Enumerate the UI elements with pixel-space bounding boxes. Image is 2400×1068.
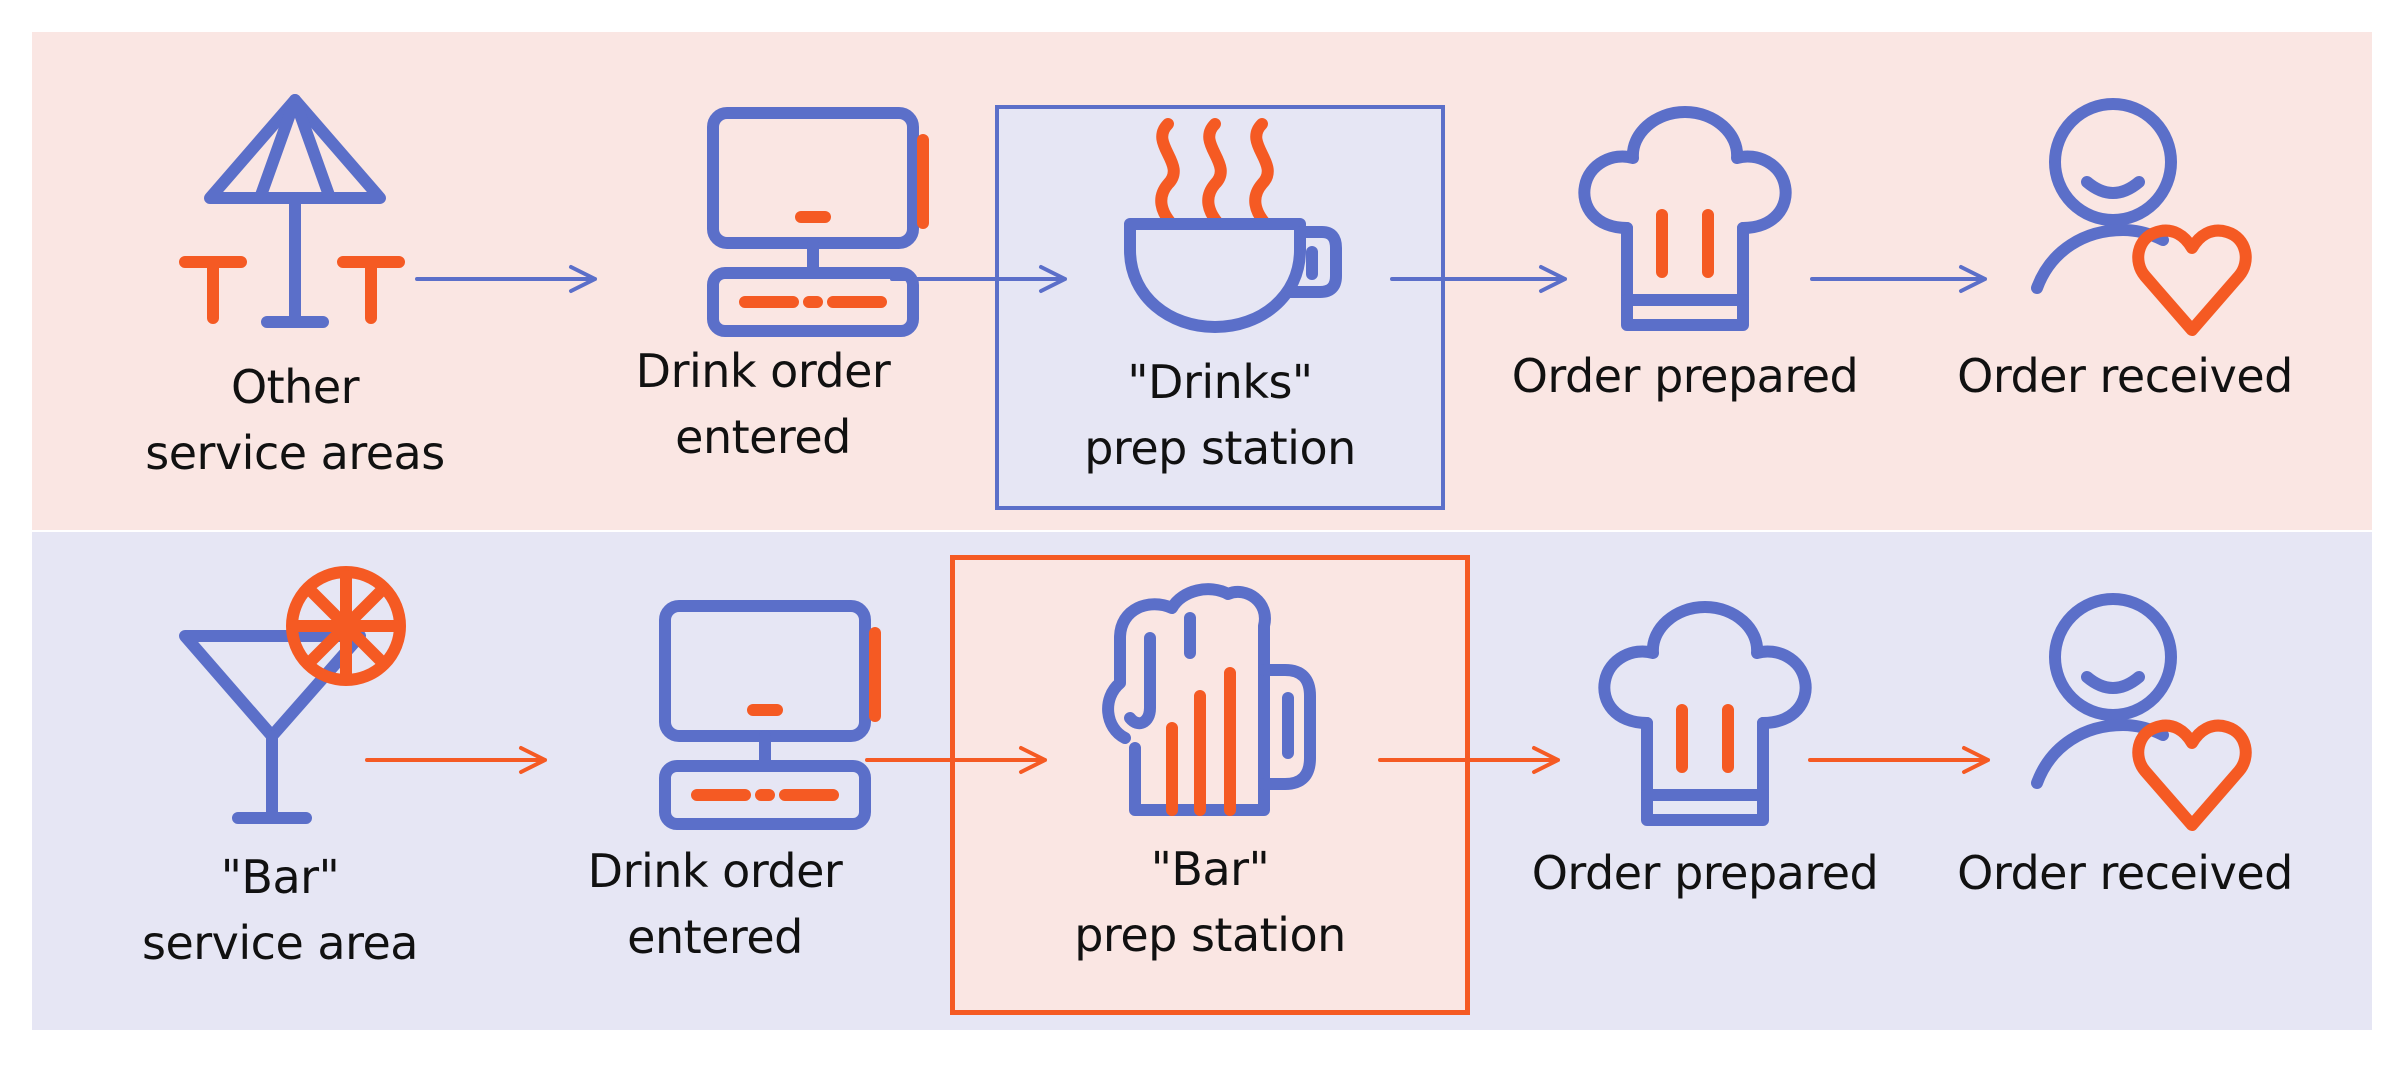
step-label: Order prepared bbox=[1505, 840, 1905, 906]
step-drink-order-entered: Drink order entered bbox=[563, 105, 963, 470]
step-order-received: Order received bbox=[1925, 593, 2325, 906]
label-line: entered bbox=[627, 910, 803, 964]
pos-terminal-icon bbox=[707, 107, 929, 337]
label-line: prep station bbox=[1084, 421, 1356, 475]
beer-mug-icon bbox=[1102, 583, 1316, 816]
label-line: entered bbox=[675, 410, 851, 464]
happy-customer-heart-icon bbox=[2031, 593, 2252, 831]
label-line: "Bar" bbox=[1150, 842, 1270, 896]
label-line: Order prepared bbox=[1511, 349, 1859, 403]
chef-hat-icon bbox=[1598, 601, 1812, 826]
step-drink-order-entered: Drink order entered bbox=[515, 598, 915, 970]
label-line: service area bbox=[142, 916, 418, 970]
patio-umbrella-tables-icon bbox=[179, 94, 405, 328]
cocktail-glass-icon bbox=[179, 566, 406, 824]
arrow-right-icon bbox=[365, 746, 547, 774]
bar-prep-station-highlight bbox=[950, 555, 1470, 1015]
step-label: "Drinks" prep station bbox=[1020, 349, 1420, 481]
arrow-right-icon bbox=[1810, 265, 1987, 293]
step-bar-prep-station: "Bar" prep station bbox=[1010, 578, 1410, 968]
arrow-right-icon bbox=[865, 746, 1047, 774]
step-other-service-areas: Other service areas bbox=[95, 90, 495, 486]
pos-terminal-icon bbox=[659, 600, 881, 830]
label-line: Drink order bbox=[587, 844, 843, 898]
hot-coffee-cup-icon bbox=[1124, 118, 1342, 333]
arrow-right-icon bbox=[1378, 746, 1560, 774]
arrow-right-icon bbox=[415, 265, 597, 293]
label-line: Order prepared bbox=[1531, 846, 1879, 900]
step-order-prepared: Order prepared bbox=[1485, 100, 1885, 409]
step-label: "Bar" service area bbox=[80, 844, 480, 976]
label-line: "Drinks" bbox=[1127, 355, 1313, 409]
step-label: "Bar" prep station bbox=[1010, 836, 1410, 968]
happy-customer-heart-icon bbox=[2031, 98, 2252, 336]
arrow-right-icon bbox=[890, 265, 1067, 293]
arrow-right-icon bbox=[1808, 746, 1990, 774]
label-line: prep station bbox=[1074, 908, 1346, 962]
arrow-right-icon bbox=[1390, 265, 1567, 293]
label-line: "Bar" bbox=[220, 850, 340, 904]
step-label: Order prepared bbox=[1485, 343, 1885, 409]
label-line: Order received bbox=[1957, 349, 2293, 403]
step-order-prepared: Order prepared bbox=[1505, 595, 1905, 906]
step-order-received: Order received bbox=[1925, 98, 2325, 409]
label-line: service areas bbox=[145, 426, 445, 480]
step-bar-service-area: "Bar" service area bbox=[80, 566, 480, 976]
chef-hat-icon bbox=[1578, 106, 1792, 331]
label-line: Order received bbox=[1957, 846, 2293, 900]
step-drinks-prep-station: "Drinks" prep station bbox=[1020, 112, 1420, 481]
step-label: Drink order entered bbox=[515, 838, 915, 970]
step-label: Order received bbox=[1925, 840, 2325, 906]
label-line: Drink order bbox=[635, 344, 891, 398]
step-label: Drink order entered bbox=[563, 338, 963, 470]
label-line: Other bbox=[230, 360, 360, 414]
step-label: Other service areas bbox=[95, 354, 495, 486]
step-label: Order received bbox=[1925, 343, 2325, 409]
